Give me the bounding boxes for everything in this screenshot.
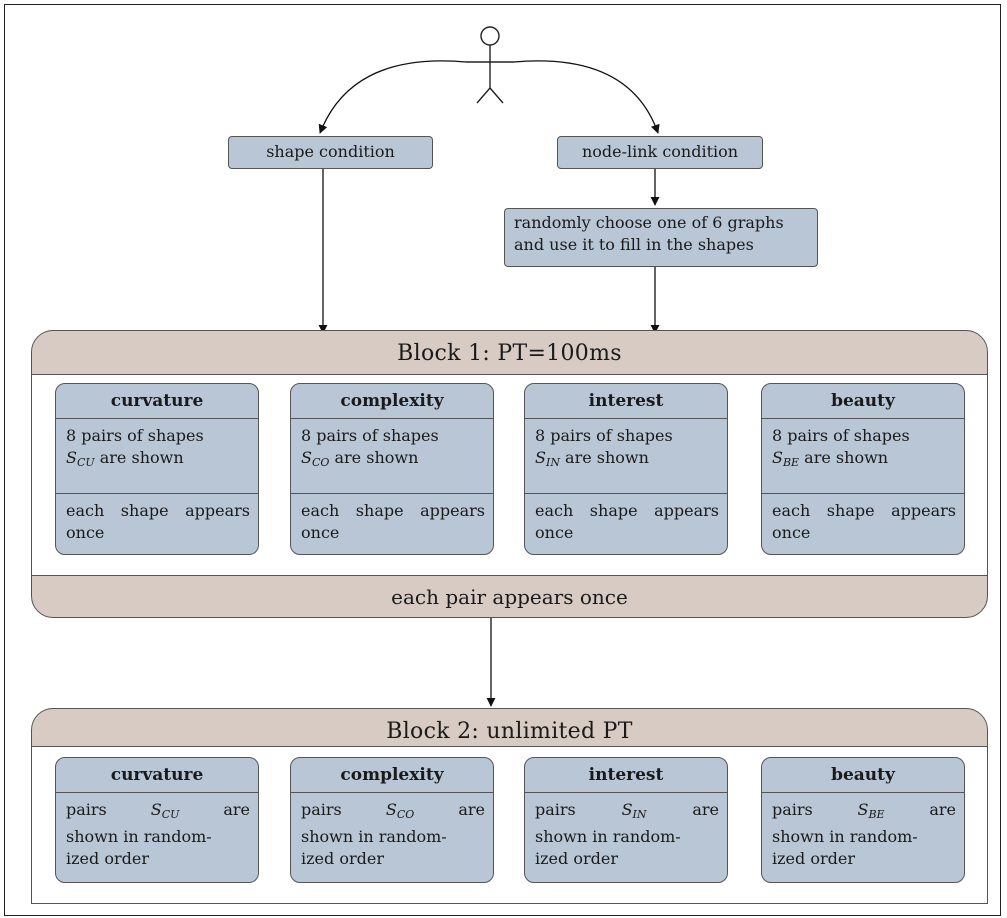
card-title: complexity <box>291 758 493 793</box>
card-line: 8 pairs of shapes <box>535 426 673 445</box>
card-title: interest <box>525 758 727 793</box>
block2-card: interest pairs SIN are shown in random- … <box>524 757 728 883</box>
random-graph-line2: and use it to fill in the shapes <box>514 235 754 254</box>
card-line: ized order <box>301 849 384 868</box>
shape-condition-label: shape condition <box>266 142 395 161</box>
random-graph-line1: randomly choose one of 6 graphs <box>514 213 784 232</box>
card-footnote: each shape appears <box>772 501 956 520</box>
card-footnote: each shape appears <box>66 501 250 520</box>
card-line: pairs <box>772 800 813 819</box>
shape-condition-box: shape condition <box>228 136 433 169</box>
card-footnote: once <box>772 523 811 542</box>
block1-card: curvature 8 pairs of shapes SCU are show… <box>55 383 259 555</box>
block1-card: interest 8 pairs of shapes SIN are shown… <box>524 383 728 555</box>
card-line: pairs <box>535 800 576 819</box>
block1-card: complexity 8 pairs of shapes SCO are sho… <box>290 383 494 555</box>
block2-card: beauty pairs SBE are shown in random- iz… <box>761 757 965 883</box>
card-line: pairs <box>66 800 107 819</box>
node-link-condition-label: node-link condition <box>581 142 739 161</box>
card-line: are shown <box>799 448 889 467</box>
block2-title: Block 2: unlimited PT <box>386 719 633 744</box>
card-title: interest <box>525 384 727 419</box>
random-graph-box: randomly choose one of 6 graphs and use … <box>504 208 818 267</box>
card-line: 8 pairs of shapes <box>301 426 439 445</box>
card-title: beauty <box>762 384 964 419</box>
card-line: shown in random- <box>301 827 447 846</box>
card-line: shown in random- <box>66 827 212 846</box>
card-footnote: once <box>535 523 574 542</box>
card-title: curvature <box>56 384 258 419</box>
card-line: are <box>929 800 956 819</box>
shape-set-symbol: SIN <box>621 800 647 821</box>
card-footnote: each shape appears <box>535 501 719 520</box>
card-line: ized order <box>535 849 618 868</box>
shape-set-symbol: SIN <box>535 448 560 469</box>
card-line: ized order <box>772 849 855 868</box>
card-line: shown in random- <box>772 827 918 846</box>
card-line: are shown <box>559 448 649 467</box>
shape-set-symbol: SCU <box>66 448 95 469</box>
shape-set-symbol: SCU <box>150 800 180 821</box>
card-line: 8 pairs of shapes <box>772 426 910 445</box>
card-line: 8 pairs of shapes <box>66 426 204 445</box>
card-line: are shown <box>94 448 184 467</box>
block1-card: beauty 8 pairs of shapes SBE are shown e… <box>761 383 965 555</box>
block2-card: complexity pairs SCO are shown in random… <box>290 757 494 883</box>
shape-set-symbol: SBE <box>857 800 885 821</box>
card-line: are <box>223 800 250 819</box>
card-footnote: each shape appears <box>301 501 485 520</box>
card-footnote: once <box>301 523 340 542</box>
card-title: beauty <box>762 758 964 793</box>
card-line: ized order <box>66 849 149 868</box>
block1-footer: each pair appears once <box>391 585 628 609</box>
card-line: are <box>458 800 485 819</box>
shape-set-symbol: SCO <box>301 448 330 469</box>
card-line: are shown <box>329 448 419 467</box>
card-title: curvature <box>56 758 258 793</box>
card-footnote: once <box>66 523 105 542</box>
card-line: pairs <box>301 800 342 819</box>
block2-card: curvature pairs SCU are shown in random-… <box>55 757 259 883</box>
card-line: are <box>692 800 719 819</box>
block1-title: Block 1: PT=100ms <box>397 341 622 366</box>
shape-set-symbol: SCO <box>385 800 415 821</box>
shape-set-symbol: SBE <box>772 448 800 469</box>
card-title: complexity <box>291 384 493 419</box>
card-line: shown in random- <box>535 827 681 846</box>
node-link-condition-box: node-link condition <box>557 136 763 169</box>
